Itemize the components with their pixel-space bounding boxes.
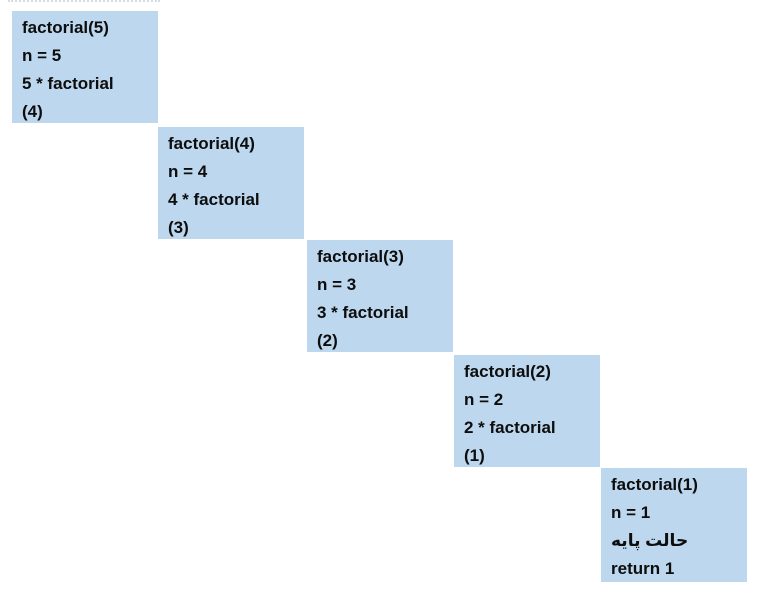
call-frame-expression: 5 * factorial [22, 74, 114, 93]
call-frame-title: factorial(1) [611, 475, 698, 494]
call-frame-expression-arg: (2) [317, 331, 338, 350]
call-frame-factorial-5: factorial(5) n = 5 5 * factorial (4) [12, 11, 158, 123]
call-frame-factorial-3: factorial(3) n = 3 3 * factorial (2) [307, 240, 453, 352]
call-frame-expression: 2 * factorial [464, 418, 556, 437]
call-frame-base-case-label: حالت پایه [611, 531, 689, 550]
call-frame-factorial-4: factorial(4) n = 4 4 * factorial (3) [158, 127, 304, 239]
faint-dotted-line [8, 0, 160, 2]
call-frame-title: factorial(2) [464, 362, 551, 381]
call-frame-variable: n = 2 [464, 390, 504, 409]
call-frame-expression: 3 * factorial [317, 303, 409, 322]
call-frame-expression-arg: (3) [168, 218, 189, 237]
call-frame-variable: n = 1 [611, 503, 651, 522]
call-frame-title: factorial(4) [168, 134, 255, 153]
call-frame-title: factorial(5) [22, 18, 109, 37]
call-frame-expression-arg: (4) [22, 102, 43, 121]
call-frame-expression-arg: (1) [464, 446, 485, 465]
call-frame-title: factorial(3) [317, 247, 404, 266]
call-frame-variable: n = 3 [317, 275, 357, 294]
call-frame-expression: 4 * factorial [168, 190, 260, 209]
call-frame-return-statement: return 1 [611, 559, 675, 578]
call-frame-variable: n = 5 [22, 46, 62, 65]
call-frame-factorial-1: factorial(1) n = 1 حالت پایه return 1 [601, 468, 747, 582]
call-frame-variable: n = 4 [168, 162, 208, 181]
call-frame-factorial-2: factorial(2) n = 2 2 * factorial (1) [454, 355, 600, 467]
